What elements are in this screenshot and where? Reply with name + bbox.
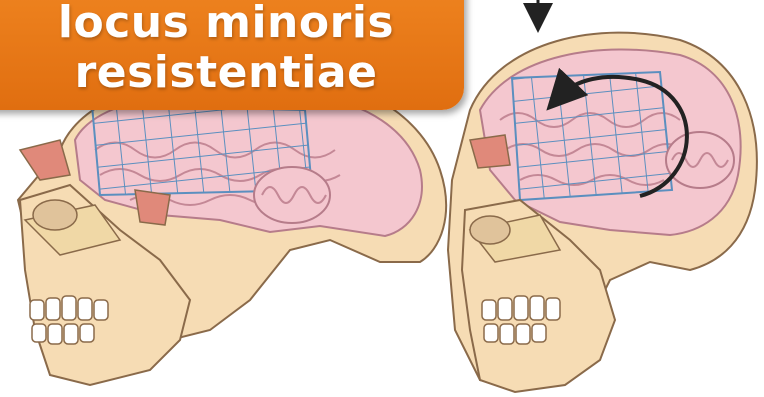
right-brain-grid bbox=[512, 72, 672, 200]
title-banner: locus minoris resistentiae bbox=[0, 0, 464, 110]
banner-line-2: resistentiae bbox=[75, 48, 378, 98]
left-skull bbox=[18, 72, 446, 385]
right-skull bbox=[448, 33, 757, 392]
left-cerebellum bbox=[254, 167, 330, 223]
banner-line-1: locus minoris bbox=[58, 0, 394, 48]
